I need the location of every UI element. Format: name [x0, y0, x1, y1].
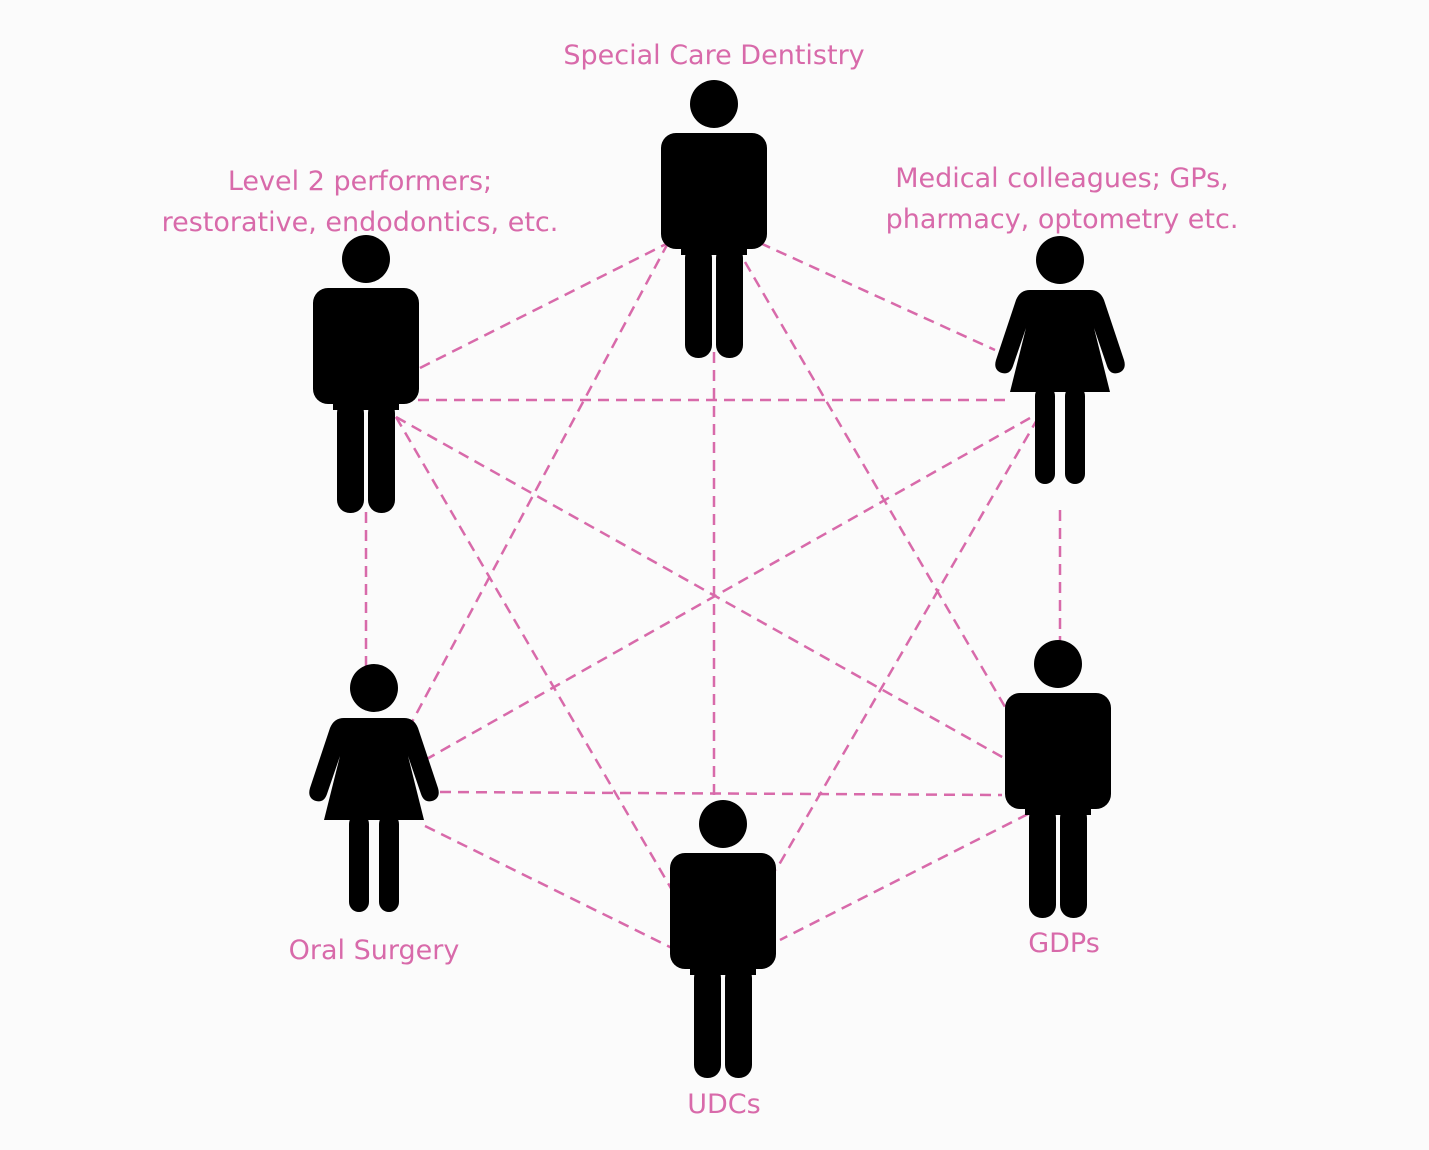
edge-medical-udcs [774, 417, 1040, 871]
edge-level2-special_care [419, 241, 669, 370]
edge-special_care-medical [759, 241, 996, 352]
label-udcs: UDCs [687, 1089, 760, 1120]
label-oral-surgery: Oral Surgery [289, 935, 460, 966]
man-icon-special-care [661, 80, 767, 358]
woman-icon-oral-surgery [309, 664, 439, 912]
label-gdps: GDPs [1028, 928, 1100, 959]
edge-gdps-udcs [779, 812, 1029, 942]
edge-special_care-oral_surgery [410, 242, 670, 723]
label-special-care: Special Care Dentistry [563, 40, 864, 71]
label-level2-line-2: restorative, endodontics, etc. [162, 207, 559, 238]
man-icon-level2 [313, 235, 419, 513]
edge-special_care-gdps [743, 261, 1010, 713]
edge-medical-oral_surgery [424, 416, 1031, 762]
man-icon-gdps [1005, 640, 1111, 918]
woman-icon-medical [995, 236, 1125, 484]
label-level2-line-1: Level 2 performers; [228, 166, 492, 197]
edge-level2-udcs [394, 416, 674, 891]
connection-lines [364, 241, 1062, 950]
edge-oral_surgery-gdps [439, 790, 1003, 797]
label-medical-line-2: pharmacy, optometry etc. [886, 204, 1239, 235]
label-medical-line-1: Medical colleagues; GPs, [895, 163, 1229, 194]
edge-level2-gdps [395, 415, 1005, 760]
man-icon-udcs [670, 800, 776, 1078]
edge-oral_surgery-udcs [424, 824, 673, 950]
